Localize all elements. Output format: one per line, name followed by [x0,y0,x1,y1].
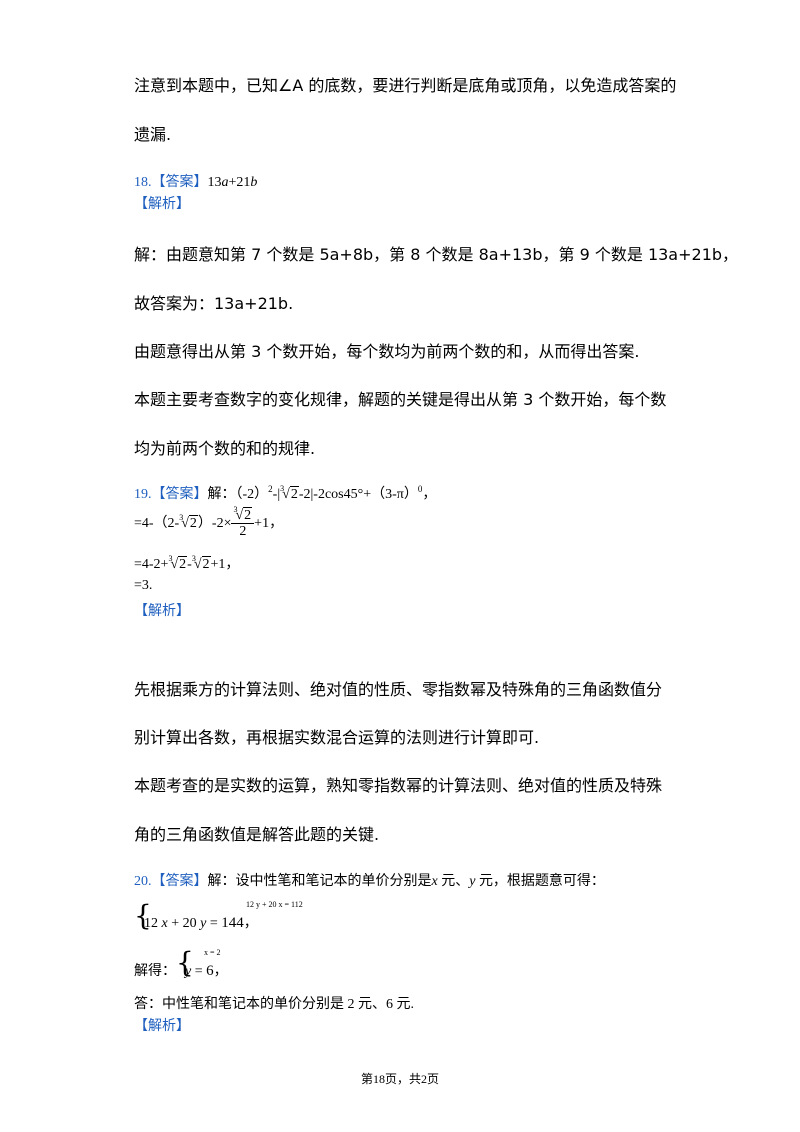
cube-root: 3√2 [168,554,188,572]
q18-analysis-tag: 【解析】 [134,197,190,212]
q19-answer-line1: 19.【答案】解：（-2）2-|3√2-2|-2cos45°+（3-π）0， [134,484,437,502]
q19-analysis-tag: 【解析】 [134,604,190,619]
q19-explanation-line1: 先根据乘方的计算法则、绝对值的性质、零指数幂及特殊角的三角函数值分 [134,680,663,699]
q18-solution-line3: 由题意得出从第 3 个数开始，每个数均为前两个数的和，从而得出答案. [134,342,640,361]
p17-line1: 注意到本题中，已知∠A 的底数，要进行判断是底角或顶角，以免造成答案的 [134,76,677,95]
q20-answer-tag: 【答案】 [151,874,208,889]
q18-solution-line5: 均为前两个数的和的规律. [134,439,316,458]
q18-number: 18. [134,175,152,190]
equation-system: 12 y + 20 x = 112 { 12 x + 20 y = 144， [134,900,334,934]
q19-number: 19. [134,487,152,502]
q18-answer-tag: 【答案】 [151,175,208,190]
q18-solution-line4: 本题主要考查数字的变化规律，解题的关键是得出从第 3 个数开始，每个数 [134,390,667,409]
system-lower-equation: 12 x + 20 y = 144， [144,915,258,931]
q20-answer-line: 20.【答案】解：设中性笔和笔记本的单价分别是x 元、y 元，根据题意可得： [134,874,605,889]
q19-answer-line3: =4-2+3√2-3√2+1， [134,554,240,572]
p17-line2: 遗漏. [134,125,172,144]
system-upper-equation: 12 y + 20 x = 112 [246,900,303,909]
left-brace: { [134,899,152,932]
q18-solution-line2: 故答案为：13a+21b. [134,294,294,313]
q19-answer-line4: =3. [134,578,153,593]
cube-root: 3√2 [179,513,198,532]
q19-explanation-line2: 别计算出各数，再根据实数混合运算的法则进行计算即可. [134,728,540,747]
solution-lower-equation: y = 6， [185,963,228,979]
q20-analysis-tag: 【解析】 [134,1019,190,1034]
q19-explanation-line3: 本题考查的是实数的运算，熟知零指数幂的计算法则、绝对值的性质及特殊 [134,776,663,795]
solution-upper-equation: x = 2 [204,948,221,957]
left-brace: { [176,946,194,979]
q20-number: 20. [134,874,152,889]
q18-solution-line1: 解：由题意知第 7 个数是 5a+8b，第 8 个数是 8a+13b，第 9 个… [134,245,739,264]
solve-label: 解得： [134,964,176,979]
cube-root: 3√2 [280,484,299,502]
solution-system: 解得： x = 2 { y = 6， [134,948,294,980]
q19-answer-tag: 【答案】 [151,487,208,502]
q18-answer-line: 18.【答案】13a+21b [134,175,258,190]
page-footer: 第18页，共2页 [360,1072,439,1086]
cube-root: 3√2 [191,554,211,572]
q19-explanation-line4: 角的三角函数值是解答此题的关键. [134,825,380,844]
q20-final-answer: 答：中性笔和笔记本的单价分别是 2 元、6 元. [134,997,414,1012]
